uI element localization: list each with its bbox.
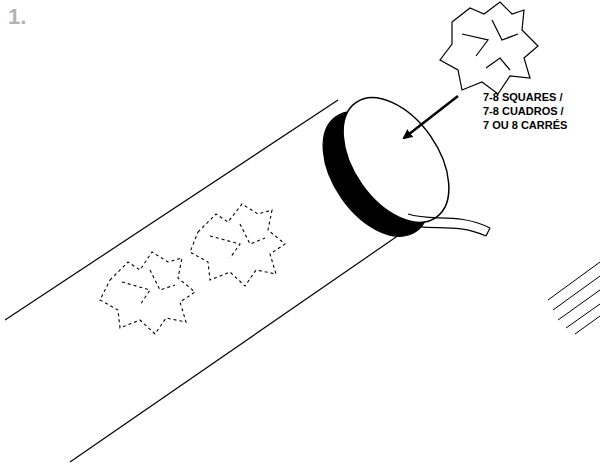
tube-wall — [5, 100, 338, 320]
string — [404, 224, 486, 236]
quantity-note: 7 OU 8 CARRÉS — [483, 119, 567, 131]
tube-cap — [301, 79, 470, 256]
paper-wad-inside — [100, 204, 285, 334]
quantity-note: 7-8 CUADROS / — [483, 105, 564, 117]
step-number: 1. — [8, 4, 26, 30]
tube-wall — [70, 226, 412, 462]
insert-arrow — [404, 96, 458, 138]
paper-wad — [440, 2, 538, 94]
string-end — [486, 228, 490, 236]
edge-lines — [548, 262, 600, 334]
string — [408, 214, 490, 228]
quantity-note: 7-8 SQUARES / — [483, 91, 562, 103]
